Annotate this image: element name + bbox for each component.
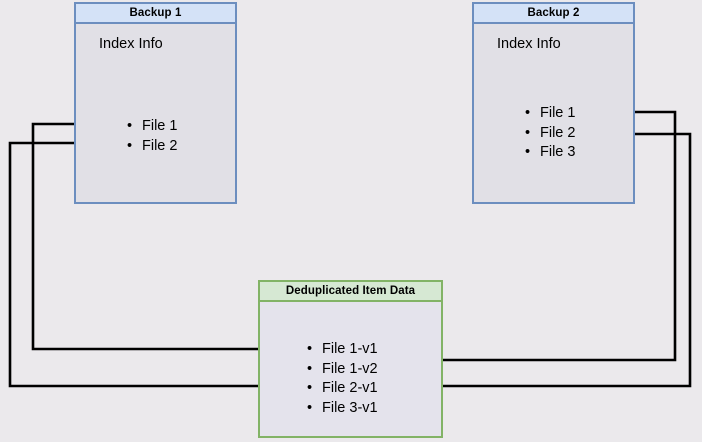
list-item: File 2-v1	[307, 379, 378, 399]
node-deduplicated-item-data-header: Deduplicated Item Data	[260, 282, 441, 302]
node-backup-1[interactable]: Backup 1 Index Info File 1 File 2	[74, 2, 237, 204]
file-list-backup-2: File 1 File 2 File 3	[525, 104, 575, 163]
list-item: File 1	[525, 104, 575, 124]
file-list-deduplicated: File 1-v1 File 1-v2 File 2-v1 File 3-v1	[307, 340, 378, 418]
index-info-label-backup-1: Index Info	[99, 36, 163, 52]
list-item: File 2	[525, 124, 575, 144]
node-deduplicated-item-data[interactable]: Deduplicated Item Data File 1-v1 File 1-…	[258, 280, 443, 438]
index-info-label-backup-2: Index Info	[497, 36, 561, 52]
list-item: File 2	[127, 137, 177, 157]
node-backup-2-header: Backup 2	[474, 4, 633, 24]
list-item: File 1-v1	[307, 340, 378, 360]
node-backup-1-header: Backup 1	[76, 4, 235, 24]
list-item: File 1-v2	[307, 360, 378, 380]
node-backup-2[interactable]: Backup 2 Index Info File 1 File 2 File 3	[472, 2, 635, 204]
list-item: File 3-v1	[307, 399, 378, 419]
list-item: File 1	[127, 117, 177, 137]
list-item: File 3	[525, 143, 575, 163]
file-list-backup-1: File 1 File 2	[127, 117, 177, 156]
